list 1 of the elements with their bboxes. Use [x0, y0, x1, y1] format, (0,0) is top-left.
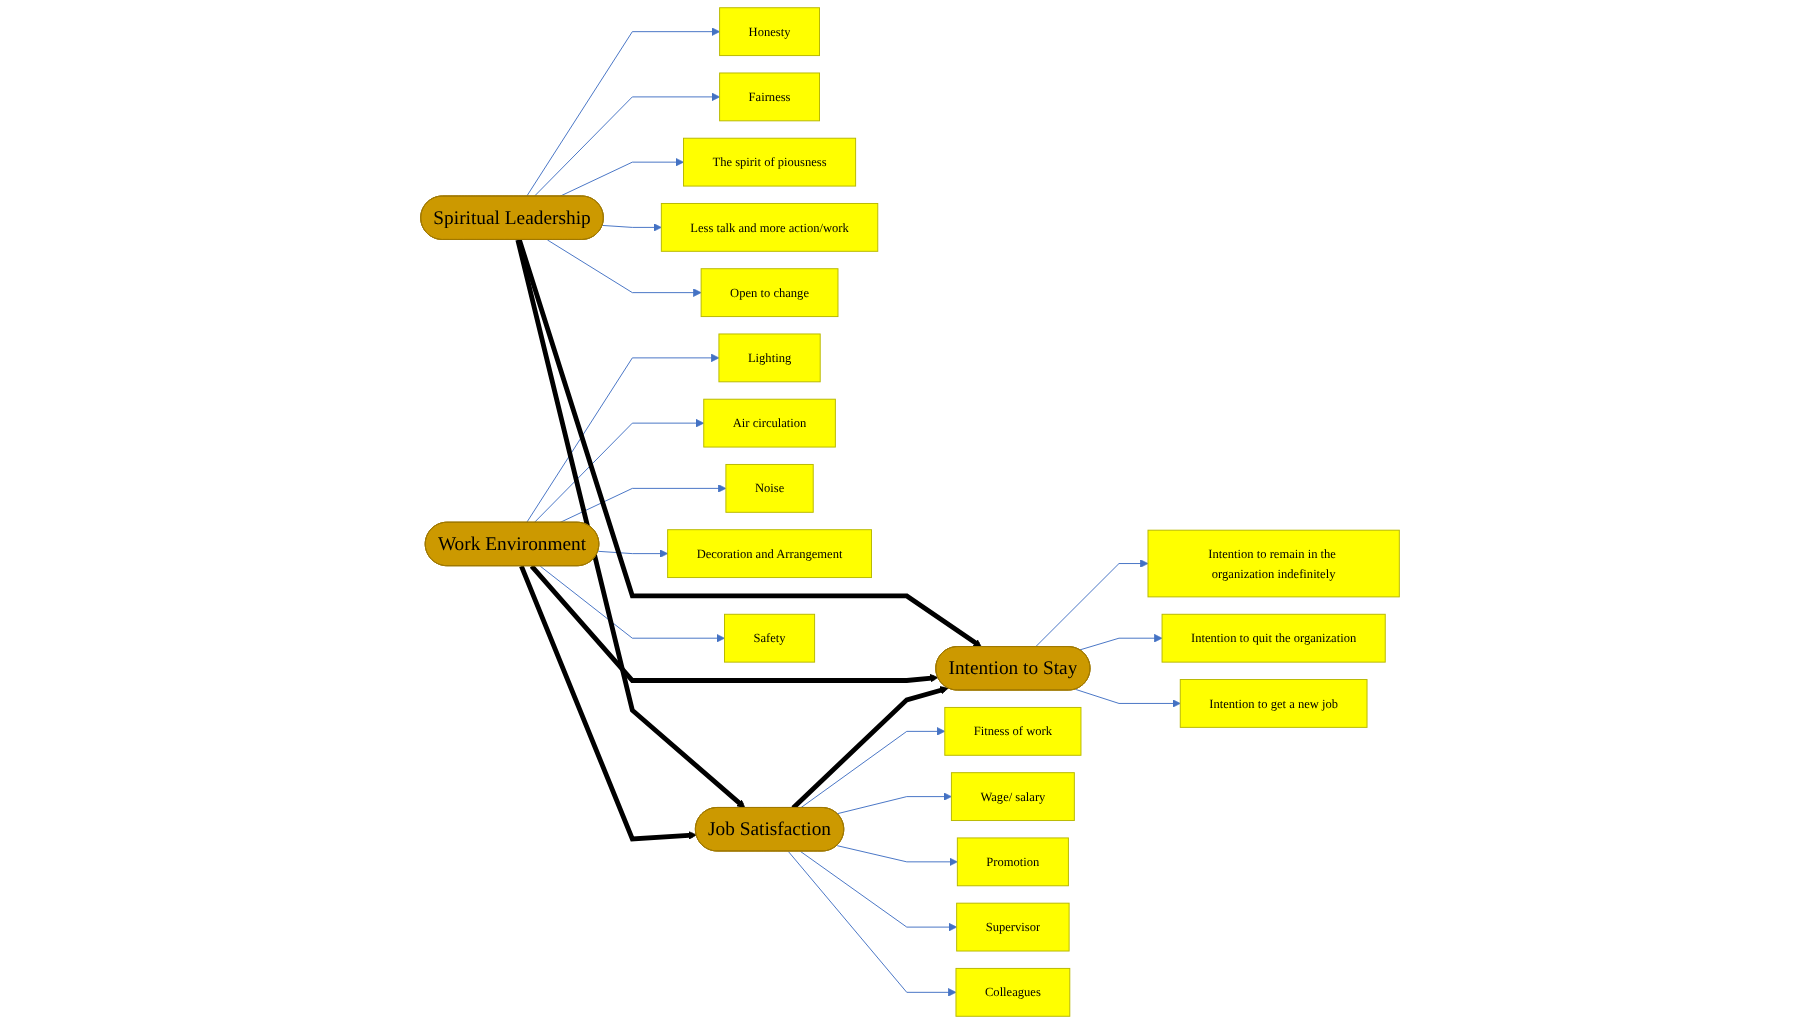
arrow: [519, 565, 697, 842]
